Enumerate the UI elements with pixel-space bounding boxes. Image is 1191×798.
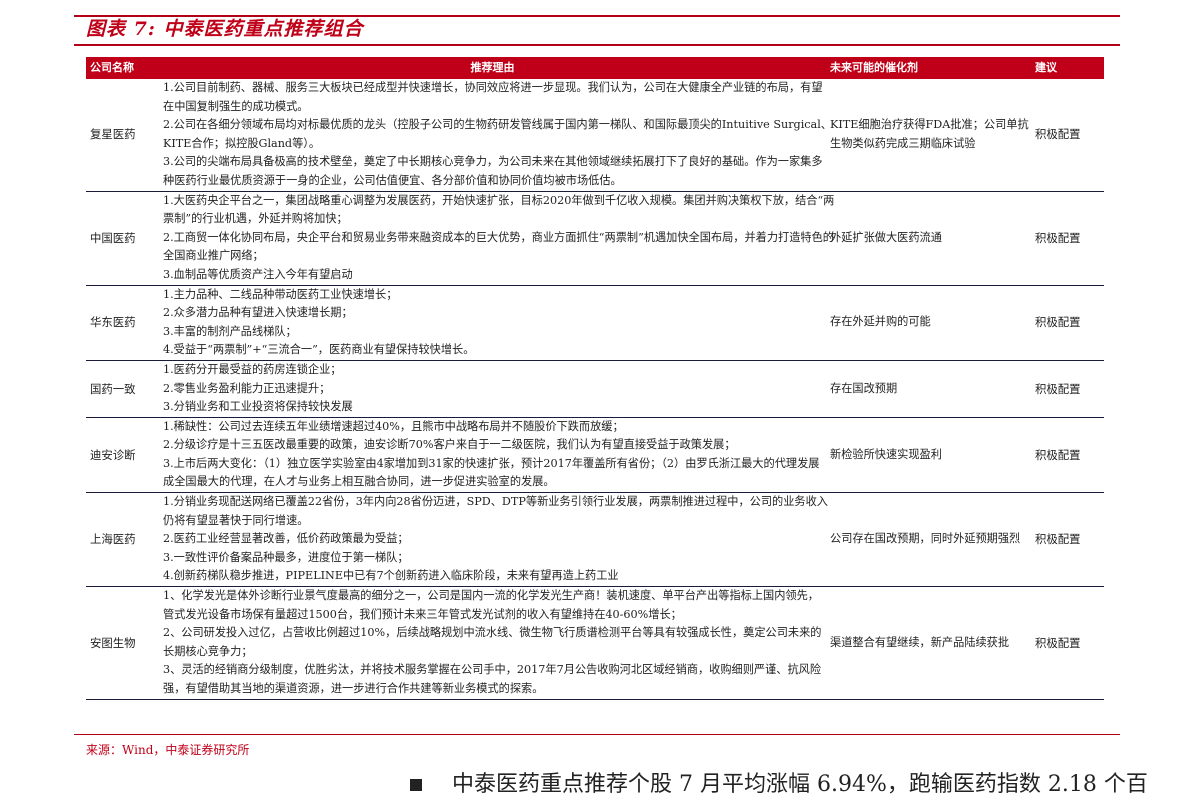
reason-line: 种医药行业最优质资源于一身的企业，公司估值便宜、各分部价值和协同价值均被市场低估… [163,173,622,187]
reason-line: 3.丰富的制剂产品线梯队； [163,324,297,338]
reason-line: 1.公司目前制药、器械、服务三大板块已经成型并快速增长，协同效应将进一步显现。我… [163,81,823,94]
advice-cell: 积极配置 [1031,492,1104,588]
title-bottom-rule [74,44,1120,46]
reasons-cell: 1.稀缺性：公司过去连续五年业绩增速超过40%，且熊市中战略布局并不随股价下跌而… [159,417,826,494]
body-text: 中泰医药重点推荐个股 7 月平均涨幅 6.94%，跑输医药指数 2.18 个百 [452,772,1148,797]
reasons-cell: 1.分销业务现配送网络已覆盖22省份，3年内向28省份迈进，SPD、DTP等新业… [159,492,828,588]
reason-line: 1.医药分开最受益的药房连锁企业； [163,362,342,376]
company-name-cell: 安图生物 [86,586,159,700]
body-paragraph-start: 中泰医药重点推荐个股 7 月平均涨幅 6.94%，跑输医药指数 2.18 个百 [410,766,1148,798]
catalyst-line: 存在外延并购的可能 [830,315,931,329]
company-name-cell: 国药一致 [86,360,159,418]
header-catalyst: 未来可能的催化剂 [826,57,1031,79]
company-name-cell: 上海医药 [86,492,159,588]
advice-cell: 积极配置 [1031,586,1104,700]
reason-line: 2.工商贸一体化协同布局，央企平台和贸易业务带来融资成本的巨大优势，商业方面抓住… [163,230,834,244]
advice-cell: 积极配置 [1031,360,1104,418]
table-row: 迪安诊断 1.稀缺性：公司过去连续五年业绩增速超过40%，且熊市中战略布局并不随股… [86,417,1104,494]
table-row: 国药一致 1.医药分开最受益的药房连锁企业； 2.零售业务盈利能力正迅速提升； 3.分… [86,360,1104,418]
company-name-cell: 中国医药 [86,191,159,286]
reason-line: KITE合作；拟控股Gland等）。 [163,136,321,150]
catalyst-cell: 新检验所快速实现盈利 [826,417,1031,494]
table-row: 上海医药 1.分销业务现配送网络已覆盖22省份，3年内向28省份迈进，SPD、DT… [86,492,1104,588]
reasons-cell: 1.大医药央企平台之一，集团战略重心调整为发展医药，开始快速扩张，目标2020年… [159,191,835,286]
catalyst-line: 渠道整合有望继续，新产品陆续获批 [830,635,1010,649]
recommendation-table: 公司名称 推荐理由 未来可能的催化剂 建议 复星医药 1.公司目前制药、器械、服务… [86,57,1104,700]
catalyst-cell: 存在国改预期 [826,360,1031,418]
table-header-row: 公司名称 推荐理由 未来可能的催化剂 建议 [86,57,1104,79]
advice-cell: 积极配置 [1031,285,1104,361]
reason-line: 1、化学发光是体外诊断行业景气度最高的细分之一，公司是国内一流的化学发光生产商！… [163,589,819,603]
reason-line: 1.分销业务现配送网络已覆盖22省份，3年内向28省份迈进，SPD、DTP等新业… [163,495,828,509]
reason-line: 仍将有望显著快于同行增速。 [163,513,309,527]
reason-line: 2.公司在各细分领域布局均对标最优质的龙头（控股子公司的生物药研发管线属于国内第… [163,118,832,132]
reason-line: 3.公司的尖端布局具备极高的技术壁垒，奠定了中长期核心竞争力，为公司未来在其他领… [163,155,823,169]
reasons-cell: 1.主力品种、二线品种带动医药工业快速增长； 2.众多潜力品种有望进入快速增长期；… [159,285,826,361]
catalyst-line: KITE细胞治疗获得FDA批准；公司单抗 [830,118,1029,132]
catalyst-cell: KITE细胞治疗获得FDA批准；公司单抗生物类似药完成三期临床试验 [826,79,1031,192]
catalyst-cell: 公司存在国改预期，同时外延预期强烈 [826,492,1031,588]
catalyst-cell: 渠道整合有望继续，新产品陆续获批 [826,586,1031,700]
reason-line: 2.分级诊疗是十三五医改最重要的政策，迪安诊断70%客户来自于一二级医院，我们认… [163,438,736,452]
company-name-cell: 复星医药 [86,79,159,192]
company-name-cell: 迪安诊断 [86,417,159,494]
reason-line: 3.一致性评价备案品种最多，进度位于第一梯队； [163,550,409,564]
reason-line: 3、灵活的经销商分级制度，优胜劣汰，并将技术服务掌握在公司手中，2017年7月公… [163,663,822,677]
catalyst-line: 生物类似药完成三期临床试验 [830,136,976,150]
reason-line: 2.众多潜力品种有望进入快速增长期； [163,306,353,320]
source-note: 来源：Wind，中泰证券研究所 [86,743,250,757]
table-row: 中国医药 1.大医药央企平台之一，集团战略重心调整为发展医药，开始快速扩张，目标2… [86,191,1104,286]
source-rule [74,734,1120,735]
table-row: 复星医药 1.公司目前制药、器械、服务三大板块已经成型并快速增长，协同效应将进一步… [86,79,1104,192]
catalyst-cell: 外延扩张做大医药流通 [826,191,1031,286]
reason-line: 1.主力品种、二线品种带动医药工业快速增长； [163,287,398,301]
reason-line: 2.零售业务盈利能力正迅速提升； [163,381,331,395]
reasons-cell: 1.公司目前制药、器械、服务三大板块已经成型并快速增长，协同效应将进一步显现。我… [159,79,832,192]
reason-line: 全国商业推广网络； [163,249,264,263]
figure-title: 图表 7: 中泰医药重点推荐组合 [86,18,364,40]
advice-cell: 积极配置 [1031,191,1104,286]
reasons-cell: 1.医药分开最受益的药房连锁企业； 2.零售业务盈利能力正迅速提升； 3.分销业务和… [159,360,826,418]
bullet-icon [410,779,422,791]
header-company: 公司名称 [86,57,159,79]
title-top-rule [74,15,1120,17]
reason-line: 1.大医药央企平台之一，集团战略重心调整为发展医药，开始快速扩张，目标2020年… [163,193,835,207]
table-row: 华东医药 1.主力品种、二线品种带动医药工业快速增长； 2.众多潜力品种有望进入快速… [86,285,1104,361]
catalyst-line: 外延扩张做大医药流通 [830,230,942,244]
reason-line: 2、公司研发投入过亿，占营收比例超过10%，后续战略规划中流水线、微生物飞行质谱… [163,626,822,640]
reason-line: 2.医药工业经营显著改善，低价药政策最为受益； [163,532,409,546]
catalyst-cell: 存在外延并购的可能 [826,285,1031,361]
header-advice: 建议 [1031,57,1104,79]
catalyst-line: 存在国改预期 [830,381,898,395]
reason-line: 成全国最大的代理，在人才与业务上相互融合协同，进一步促进实验室的发展。 [163,475,555,489]
reason-line: 3.上市后两大变化：（1）独立医学实验室由4家增加到31家的快速扩张，预计201… [163,456,820,470]
reasons-cell: 1、化学发光是体外诊断行业景气度最高的细分之一，公司是国内一流的化学发光生产商！… [159,586,826,700]
company-name-cell: 华东医药 [86,285,159,361]
catalyst-line: 新检验所快速实现盈利 [830,447,942,461]
reason-line: 1.稀缺性：公司过去连续五年业绩增速超过40%，且熊市中战略布局并不随股价下跌而… [163,419,624,433]
reason-line: 4.受益于“两票制”+“三流合一”，医药商业有望保持较快增长。 [163,343,475,357]
catalyst-line: 公司存在国改预期，同时外延预期强烈 [830,532,1021,546]
reason-line: 长期核心竞争力； [163,644,253,658]
advice-cell: 积极配置 [1031,417,1104,494]
reason-line: 管式发光设备市场保有量超过1500台，我们预计未来三年管式发光试剂的收入有望维持… [163,607,682,621]
reason-line: 在中国复制强生的成功模式。 [163,99,309,113]
reason-line: 3.血制品等优质资产注入今年有望启动 [163,267,353,281]
reason-line: 票制”的行业机遇，外延并购将加快； [163,212,348,226]
table-row: 安图生物 1、化学发光是体外诊断行业景气度最高的细分之一，公司是国内一流的化学发光… [86,586,1104,700]
advice-cell: 积极配置 [1031,79,1104,192]
reason-line: 强，有望借助其当地的渠道资源，进一步进行合作共建等新业务模式的探索。 [163,682,544,695]
reason-line: 4.创新药梯队稳步推进，PIPELINE中已有7个创新药进入临床阶段，未来有望再… [163,569,619,583]
header-reasons: 推荐理由 [159,57,826,79]
reason-line: 3.分销业务和工业投资将保持较快发展 [163,400,353,414]
